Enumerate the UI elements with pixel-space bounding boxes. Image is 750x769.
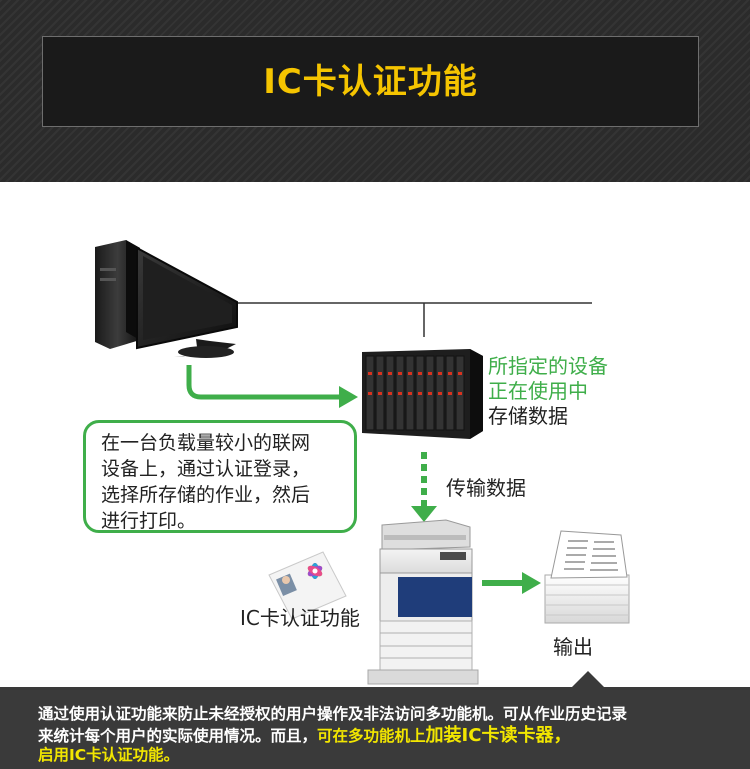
footer-line-1: 通过使用认证功能来防止未经授权的用户操作及非法访问多功能机。可从作业历史记录 [38,705,628,723]
output-arrowhead [522,572,541,594]
bubble-line-2: 设备上，通过认证登录， [101,458,311,480]
server-status-line-1: 所指定的设备 [488,354,608,378]
server-status-line-2: 正在使用中 [488,379,588,403]
footer-line-3: 启用IC卡认证功能。 [38,746,180,764]
bubble-line-4: 进行打印。 [101,510,197,532]
footer-note [0,687,750,769]
bubble-line-1: 在一台负载量较小的联网 [101,432,311,454]
desktop-computer-icon [95,240,238,358]
footer-line-2: 来统计每个用户的实际使用情况。而且，可在多功能机上加装IC卡读卡器， [38,726,571,746]
multifunction-printer-icon [367,519,479,685]
footer-highlight: 可在多功能机上 [317,727,426,745]
blade-server-icon [362,349,483,439]
transfer-label: 传输数据 [446,476,526,500]
bubble-line-3: 选择所存储的作业，然后 [101,484,311,506]
footer-highlight-big: 加装IC卡读卡器， [425,725,572,746]
upload-arrow [186,365,340,400]
output-label: 输出 [553,635,593,659]
ic-card-icon [268,551,347,620]
footer-line-2-text: 来统计每个用户的实际使用情况。而且， [38,727,318,745]
server-action-label: 存储数据 [488,404,568,428]
card-label: IC卡认证功能 [240,606,360,630]
upload-arrowhead [339,386,358,408]
paper-stack-icon [544,530,630,624]
footer-pointer [572,671,604,687]
transfer-arrowhead [411,506,437,522]
page-title: IC卡认证功能 [263,62,478,102]
title-frame: IC卡认证功能 [42,36,699,127]
instruction-bubble: 在一台负载量较小的联网 设备上，通过认证登录， 选择所存储的作业，然后 进行打印… [83,420,357,533]
header-banner: IC卡认证功能 [0,0,750,182]
